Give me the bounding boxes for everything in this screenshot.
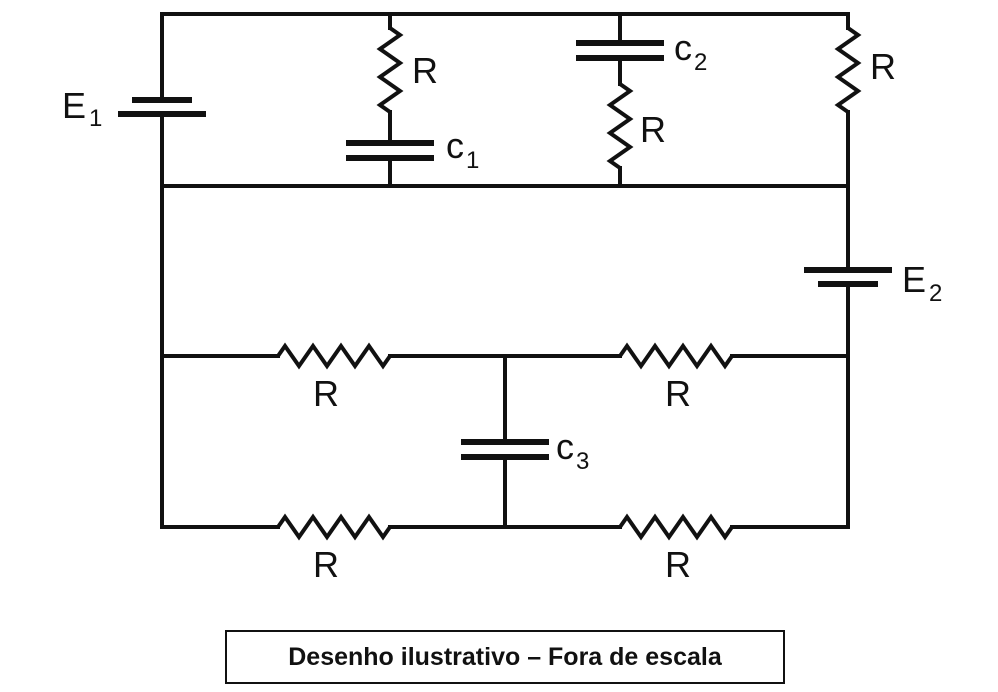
resistor-lower-right bbox=[618, 342, 734, 370]
resistor-branch2 bbox=[606, 82, 634, 170]
resistor-lower-left bbox=[276, 342, 392, 370]
label-e2: E bbox=[902, 259, 926, 300]
capacitor-c2 bbox=[576, 40, 664, 61]
capacitors bbox=[346, 40, 664, 460]
resistor-right bbox=[834, 26, 862, 114]
label-r-right: R bbox=[870, 46, 896, 87]
battery-e1 bbox=[118, 97, 206, 117]
label-c1: c bbox=[446, 125, 464, 166]
label-r-lower-right: R bbox=[665, 373, 691, 414]
label-r-lower-left: R bbox=[313, 373, 339, 414]
label-r-bottom-right: R bbox=[665, 544, 691, 585]
label-e1: E bbox=[62, 85, 86, 126]
label-c2-sub: 2 bbox=[694, 49, 707, 76]
caption-text: Desenho ilustrativo – Fora de escala bbox=[288, 642, 722, 671]
batteries bbox=[118, 97, 892, 287]
capacitor-c1 bbox=[346, 140, 434, 161]
label-e1-sub: 1 bbox=[89, 105, 102, 132]
labels: R R R R R R R E 1 E 2 c 1 c 2 c 3 bbox=[62, 27, 942, 585]
label-c1-sub: 1 bbox=[466, 147, 479, 174]
label-c2: c bbox=[674, 27, 692, 68]
label-r-branch2: R bbox=[640, 109, 666, 150]
label-c3-sub: 3 bbox=[576, 448, 589, 475]
resistor-bottom-right bbox=[618, 513, 734, 541]
label-r-bottom-left: R bbox=[313, 544, 339, 585]
resistors bbox=[276, 26, 862, 541]
label-e2-sub: 2 bbox=[929, 280, 942, 307]
caption-box: Desenho ilustrativo – Fora de escala bbox=[225, 630, 785, 684]
label-r-branch1: R bbox=[412, 50, 438, 91]
label-c3: c bbox=[556, 426, 574, 467]
capacitor-c3 bbox=[461, 439, 549, 460]
battery-e2 bbox=[804, 267, 892, 287]
wires bbox=[160, 12, 850, 529]
resistor-bottom-left bbox=[276, 513, 392, 541]
resistor-branch1 bbox=[376, 26, 404, 114]
